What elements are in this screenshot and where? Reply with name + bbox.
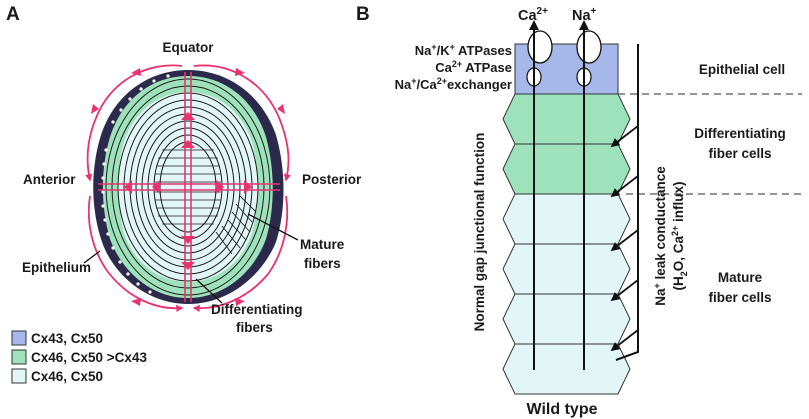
label-h2o-ca-influx: (H2O, Ca2+ influx): [670, 181, 689, 290]
label-wild-type: Wild type: [527, 401, 598, 418]
mature-pointer: [247, 213, 299, 241]
mature-cell-2: [502, 243, 631, 295]
mature-cell-1: [502, 193, 631, 245]
differentiating-pointer: [195, 278, 223, 304]
ion-ca-label: Ca2+: [518, 6, 548, 24]
zone-label-mature-1: Mature: [718, 270, 763, 285]
label-equator: Equator: [162, 40, 214, 55]
label-nak-atpases: Na+/K+ ATPases: [415, 42, 512, 58]
mature-cell-4: [502, 343, 631, 395]
label-leak-conductance: Na+ leak conductance: [652, 166, 668, 306]
legend: Cx43, Cx50 Cx46, Cx50 >Cx43 Cx46, Cx50: [11, 330, 147, 384]
legend-swatch-cx46-diff: [11, 349, 27, 365]
label-epithelium: Epithelium: [22, 260, 91, 275]
label-mature-2: fibers: [304, 256, 341, 271]
label-gap-junction: Normal gap junctional function: [472, 133, 487, 332]
legend-label-0: Cx43, Cx50: [31, 331, 103, 346]
panel-a-letter: A: [6, 4, 20, 25]
label-anterior: Anterior: [23, 172, 76, 187]
panel-b-letter: B: [356, 4, 370, 25]
ca-pump-circle: [527, 30, 553, 64]
posterior-hatching: [215, 195, 257, 255]
cross-arrowheads: [124, 112, 252, 270]
legend-label-2: Cx46, Cx50: [31, 369, 103, 384]
zone-label-diff-1: Differentiating: [694, 126, 786, 141]
label-posterior: Posterior: [302, 172, 362, 187]
fiber-rings: [105, 78, 271, 296]
epithelium-pointer: [83, 250, 101, 264]
epithelial-cell-dots: [101, 74, 170, 294]
legend-swatch-cx46-mature: [11, 368, 27, 384]
legend-swatch-cx43: [11, 330, 27, 346]
circulating-current-loops: [85, 64, 291, 313]
label-ca-atpase: Ca2+ ATPase: [435, 59, 512, 75]
leak-line: [615, 44, 639, 361]
legend-label-1: Cx46, Cx50 >Cx43: [31, 350, 147, 365]
leak-arrows: [610, 125, 639, 352]
nucleus-hatch: [155, 149, 221, 225]
zone-label-diff-2: fiber cells: [708, 146, 771, 161]
diff-cell-2: [502, 143, 631, 195]
lens-diagram: [85, 64, 291, 313]
na-pump-circle: [576, 30, 602, 64]
perimeter-arrowheads: [91, 68, 285, 306]
zone-label-epithelial: Epithelial cell: [699, 62, 785, 77]
label-mature-1: Mature: [300, 237, 345, 252]
diff-cell-1: [502, 93, 631, 145]
label-differentiating-2: fibers: [236, 320, 273, 335]
fiber-cell-column: [502, 93, 631, 395]
zone-label-mature-2: fiber cells: [708, 290, 771, 305]
ion-na-label: Na+: [572, 6, 597, 24]
label-na-ca-exchanger: Na+/Ca2+exchanger: [395, 76, 512, 92]
mature-zone: [118, 92, 258, 282]
label-differentiating-1: Differentiating: [211, 302, 303, 317]
mature-cell-3: [502, 293, 631, 345]
